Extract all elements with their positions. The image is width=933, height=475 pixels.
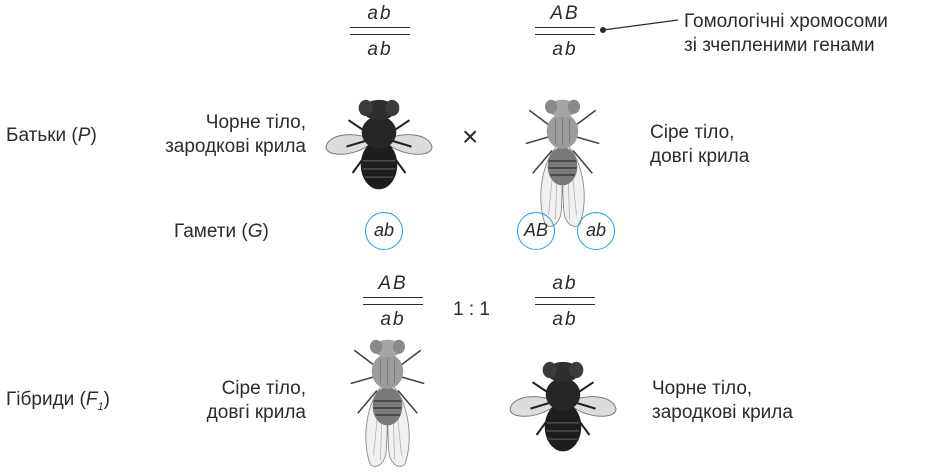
hybrid-right-genotype: ab ab (535, 272, 595, 332)
hybrid-left-phenotype-l2: довгі крила (130, 401, 306, 424)
gamete-right-ab: ab (577, 212, 615, 250)
ratio-label: 1 : 1 (453, 298, 490, 321)
parents-row-label: Батьки (P) (6, 124, 97, 147)
annotation-pointer (598, 16, 680, 36)
hybrid-right-phenotype-l1: Чорне тіло, (652, 377, 752, 400)
fly-grey-long-icon (335, 314, 440, 474)
parent-left-genotype: ab ab (350, 2, 410, 62)
gamete-left-ab: ab (365, 212, 403, 250)
fly-black-vestigial-icon (318, 78, 440, 203)
chromosome-bottom: ab (535, 308, 595, 332)
chromosome-top: ab (350, 2, 410, 26)
hybrid-left-phenotype-l1: Сіре тіло, (130, 377, 306, 400)
parent-left-phenotype-l1: Чорне тіло, (130, 111, 306, 134)
chromosome-pair-lines (535, 27, 595, 35)
parent-left-phenotype-l2: зародкові крила (130, 135, 306, 158)
gamete-right-AB: AB (517, 212, 555, 250)
annotation-line-2: зі зчепленими генами (684, 34, 875, 57)
chromosome-top: AB (363, 272, 423, 296)
gametes-label: Гамети (G) (174, 220, 269, 243)
chromosome-pair-lines (363, 297, 423, 305)
fly-grey-long-icon (510, 74, 615, 234)
parent-right-phenotype-l2: довгі крила (650, 145, 749, 168)
hybrid-right-phenotype-l2: зародкові крила (652, 401, 793, 424)
chromosome-pair-lines (535, 297, 595, 305)
chromosome-pair-lines (350, 27, 410, 35)
chromosome-bottom: ab (535, 38, 595, 62)
cross-symbol: × (462, 122, 478, 152)
parent-right-phenotype-l1: Сіре тіло, (650, 121, 734, 144)
fly-black-vestigial-icon (502, 340, 624, 465)
annotation-line-1: Гомологічні хромосоми (684, 10, 888, 33)
chromosome-bottom: ab (350, 38, 410, 62)
parent-right-genotype: AB ab (535, 2, 595, 62)
hybrids-row-label: Гібриди (F1) (6, 388, 110, 419)
chromosome-top: ab (535, 272, 595, 296)
chromosome-top: AB (535, 2, 595, 26)
